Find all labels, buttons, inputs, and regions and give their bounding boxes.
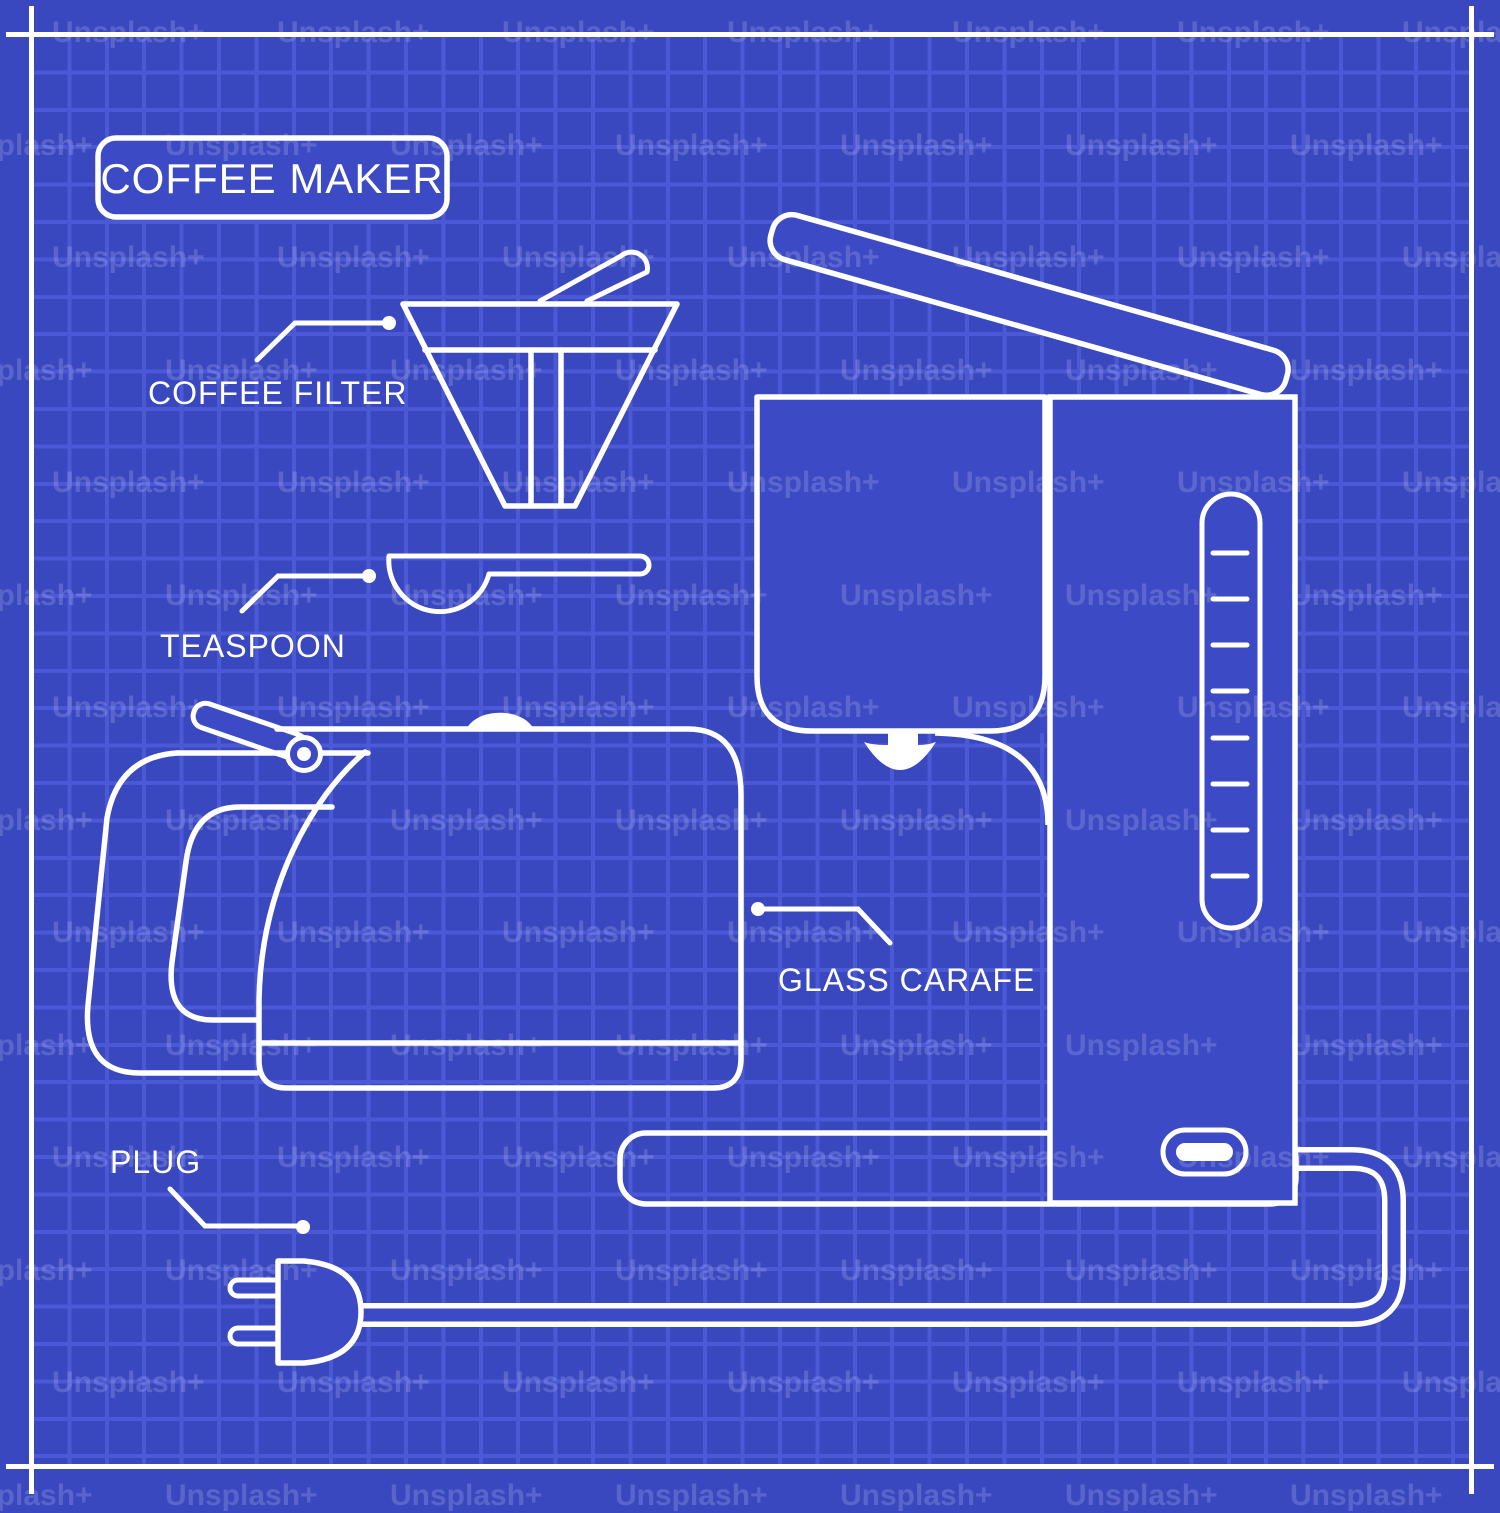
machine-body	[754, 211, 1298, 1206]
plug-prong-bottom	[227, 1325, 285, 1347]
frame-bottom-line	[6, 1464, 1494, 1469]
filter-scoop-handle	[537, 249, 650, 304]
carafe-lid-knob	[466, 712, 534, 730]
plug-label: PLUG	[110, 1144, 201, 1180]
glass-carafe-leader-dot	[751, 902, 765, 916]
glass-carafe-label: GLASS CARAFE	[778, 962, 1035, 998]
teaspoon-label: TEASPOON	[160, 628, 346, 664]
coffee-filter-label: COFFEE FILTER	[148, 375, 408, 411]
carafe-handle-inner	[168, 804, 335, 1023]
plug-leader-dot	[296, 1220, 310, 1234]
coffee-filter	[400, 249, 680, 509]
plug-head	[275, 1258, 364, 1366]
gauge-ticks	[1210, 550, 1250, 879]
coffee-filter-leader-dot	[382, 316, 396, 330]
plug	[227, 1258, 364, 1366]
carafe-lid-pivot-dot	[297, 747, 311, 761]
callout-leaders	[167, 316, 893, 1234]
frame-top-line	[6, 32, 1494, 37]
glass-carafe-leader	[758, 906, 893, 946]
water-level-gauge	[1199, 491, 1263, 931]
gauge-window	[1199, 491, 1263, 931]
drip-spout-arrow-icon	[864, 729, 936, 770]
power-switch-knob	[1176, 1143, 1233, 1161]
carafe-handle-outer	[84, 750, 260, 1076]
title-box-outline	[95, 135, 450, 220]
power-switch	[1160, 1127, 1249, 1177]
power-cord	[360, 1147, 1406, 1327]
plug-leader	[167, 1186, 303, 1229]
machine-lid-open	[767, 211, 1291, 398]
teaspoon-leader	[239, 573, 369, 614]
cord-inner	[360, 1152, 1401, 1322]
filter-compartment	[754, 394, 1048, 734]
glass-carafe	[84, 700, 744, 1091]
teaspoon-leader-dot	[362, 569, 376, 583]
frame-left-line	[29, 6, 34, 1494]
plug-prong-top	[227, 1277, 285, 1299]
carafe-body	[256, 726, 744, 1091]
frame-right-line	[1469, 6, 1474, 1494]
title-box: COFFEE MAKER	[95, 135, 450, 220]
filter-cone	[400, 301, 680, 509]
niche-curve	[934, 730, 1051, 826]
teaspoon-shape	[386, 553, 652, 615]
coffee-filter-leader	[254, 320, 390, 363]
page-title: COFFEE MAKER	[100, 155, 443, 202]
